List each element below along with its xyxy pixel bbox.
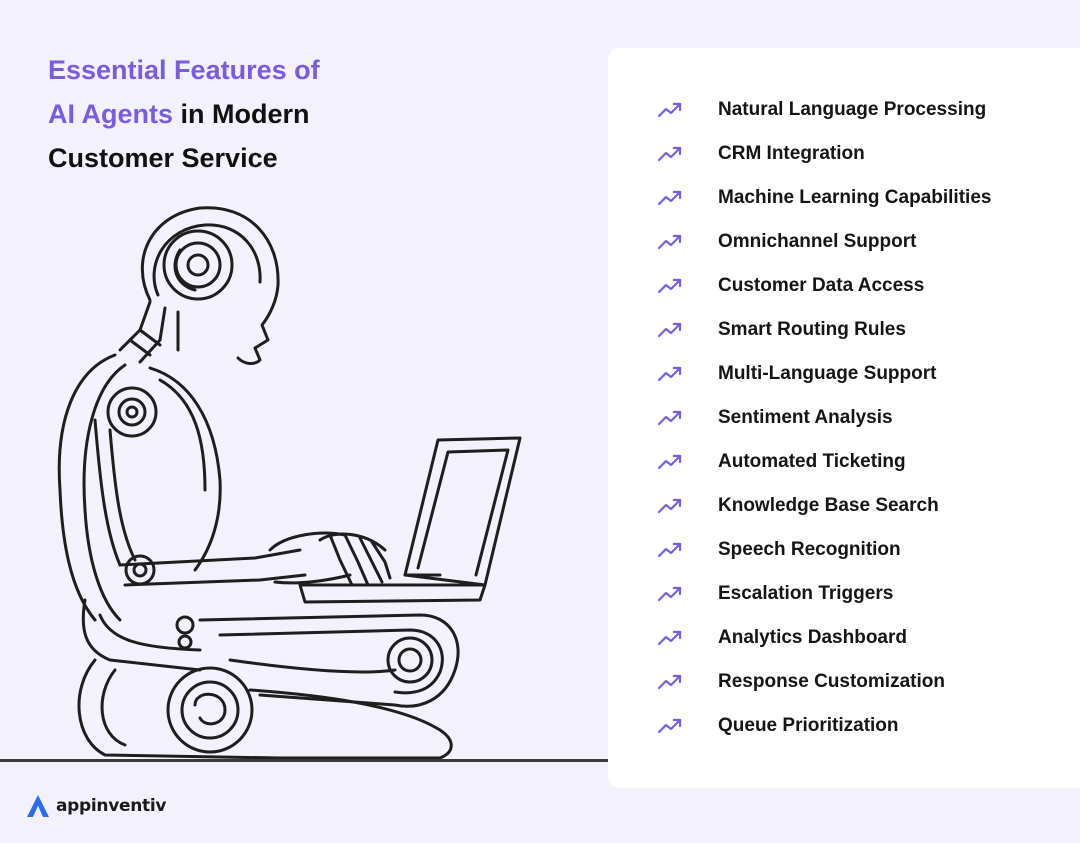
feature-item: Sentiment Analysis xyxy=(656,396,991,440)
trending-up-icon xyxy=(657,630,682,646)
brand-logo: appinventiv xyxy=(24,792,167,820)
feature-item: Speech Recognition xyxy=(656,528,991,572)
feature-label: Response Customization xyxy=(718,671,945,692)
feature-label: Knowledge Base Search xyxy=(718,495,939,516)
feature-item: CRM Integration xyxy=(656,132,991,176)
title-rest-line2: in Modern xyxy=(173,99,310,129)
trending-up-icon xyxy=(657,498,682,514)
trending-up-icon xyxy=(657,102,682,118)
feature-label: Analytics Dashboard xyxy=(718,627,907,648)
feature-item: Smart Routing Rules xyxy=(656,308,991,352)
trending-up-icon xyxy=(657,586,682,602)
feature-label: Queue Prioritization xyxy=(718,715,899,736)
feature-item: Knowledge Base Search xyxy=(656,484,991,528)
feature-label: CRM Integration xyxy=(718,143,865,164)
feature-item: Natural Language Processing xyxy=(656,88,991,132)
feature-label: Sentiment Analysis xyxy=(718,407,893,428)
brand-name: appinventiv xyxy=(56,796,167,816)
feature-label: Smart Routing Rules xyxy=(718,319,906,340)
feature-item: Response Customization xyxy=(656,660,991,704)
feature-label: Customer Data Access xyxy=(718,275,925,296)
trending-up-icon xyxy=(657,542,682,558)
floor-line xyxy=(0,759,608,762)
trending-up-icon xyxy=(657,234,682,250)
trending-up-icon xyxy=(657,718,682,734)
feature-label: Automated Ticketing xyxy=(718,451,906,472)
feature-item: Multi-Language Support xyxy=(656,352,991,396)
robot-illustration xyxy=(57,206,522,760)
feature-label: Escalation Triggers xyxy=(718,583,894,604)
title-accent-line1: Essential Features of xyxy=(48,55,320,85)
trending-up-icon xyxy=(657,146,682,162)
feature-item: Customer Data Access xyxy=(656,264,991,308)
appinventiv-logo-icon xyxy=(27,795,49,817)
trending-up-icon xyxy=(657,278,682,294)
feature-label: Machine Learning Capabilities xyxy=(718,187,992,208)
trending-up-icon xyxy=(657,454,682,470)
feature-item: Omnichannel Support xyxy=(656,220,991,264)
feature-item: Analytics Dashboard xyxy=(656,616,991,660)
title-accent-line2: AI Agents xyxy=(48,99,174,129)
page-title: Essential Features of AI Agents in Moder… xyxy=(48,48,468,180)
trending-up-icon xyxy=(657,366,682,382)
feature-item: Machine Learning Capabilities xyxy=(656,176,991,220)
trending-up-icon xyxy=(657,410,682,426)
trending-up-icon xyxy=(657,674,682,690)
feature-item: Automated Ticketing xyxy=(656,440,991,484)
feature-item: Queue Prioritization xyxy=(656,704,991,748)
feature-label: Multi-Language Support xyxy=(718,363,937,384)
feature-label: Omnichannel Support xyxy=(718,231,917,252)
feature-label: Natural Language Processing xyxy=(718,99,987,120)
trending-up-icon xyxy=(657,322,682,338)
trending-up-icon xyxy=(657,190,682,206)
feature-label: Speech Recognition xyxy=(718,539,901,560)
feature-item: Escalation Triggers xyxy=(656,572,991,616)
title-rest-line3: Customer Service xyxy=(48,143,278,173)
